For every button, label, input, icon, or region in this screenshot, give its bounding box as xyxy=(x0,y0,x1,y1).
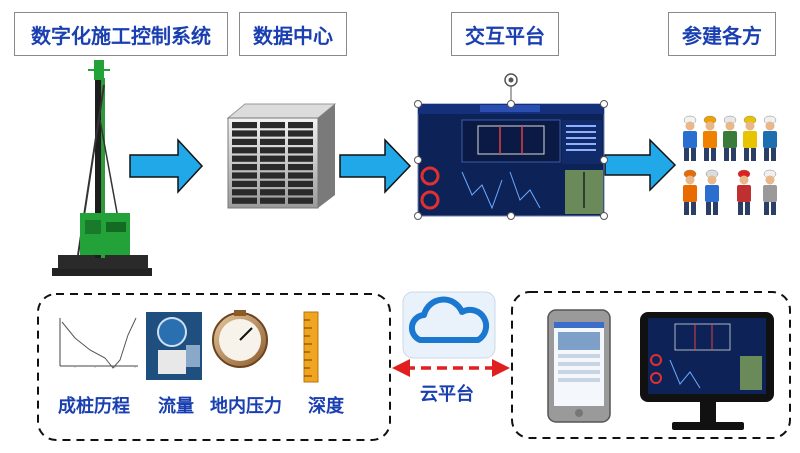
worker-figure xyxy=(763,169,777,215)
depth-ruler xyxy=(303,311,319,383)
worker-figure xyxy=(743,115,757,161)
drive-bay xyxy=(288,189,313,196)
pressure-gauge xyxy=(212,310,268,368)
drive-bay xyxy=(232,138,257,145)
header-platform: 交互平台 xyxy=(451,12,559,56)
header-datacenter: 数据中心 xyxy=(239,12,347,56)
mobile-phone xyxy=(547,309,611,423)
drive-bay xyxy=(232,197,257,204)
drive-bay xyxy=(260,164,285,171)
label-cloud-platform: 云平台 xyxy=(420,384,474,405)
header-system: 数字化施工控制系统 xyxy=(14,12,228,56)
drive-bay xyxy=(288,172,313,179)
cloud-bidirectional-arrow xyxy=(392,359,510,377)
drive-bay xyxy=(232,155,257,162)
sensors-box xyxy=(37,293,391,441)
worker-figure xyxy=(703,115,717,161)
drive-bay xyxy=(232,189,257,196)
cloud-icon xyxy=(402,291,496,359)
pile-history-curve xyxy=(54,314,140,370)
pile-driver-rig xyxy=(52,60,152,276)
worker-figure xyxy=(705,169,719,215)
drive-bay xyxy=(260,180,285,187)
worker-figure xyxy=(737,169,751,215)
worker-figure xyxy=(683,115,697,161)
platform-dashboard xyxy=(414,73,608,220)
drive-bay xyxy=(260,155,285,162)
drive-bay xyxy=(288,138,313,145)
drive-bay xyxy=(288,147,313,154)
arrow-rig-to-datacenter xyxy=(129,138,204,194)
drive-bay xyxy=(260,122,285,129)
drive-bay xyxy=(288,197,313,204)
label-pile-history: 成桩历程 xyxy=(58,396,130,417)
arrow-platform-to-parties xyxy=(604,138,677,192)
workers-group xyxy=(683,115,777,215)
drive-bay xyxy=(288,122,313,129)
drive-bay xyxy=(260,130,285,137)
terminals-box xyxy=(511,291,791,439)
label-flow: 流量 xyxy=(158,396,194,417)
header-parties: 参建各方 xyxy=(668,12,776,56)
desktop-monitor xyxy=(640,312,774,430)
flow-meter xyxy=(146,312,202,380)
drive-bay xyxy=(232,147,257,154)
drive-bay xyxy=(260,172,285,179)
worker-figure xyxy=(763,115,777,161)
worker-figure xyxy=(723,115,737,161)
drive-bay xyxy=(260,147,285,154)
worker-figure xyxy=(683,169,697,215)
drive-bay xyxy=(260,138,285,145)
server-rack xyxy=(226,103,337,209)
drive-bay xyxy=(288,155,313,162)
arrow-datacenter-to-platform xyxy=(339,138,412,194)
drive-bay xyxy=(232,180,257,187)
drive-bay xyxy=(260,189,285,196)
drive-bay xyxy=(232,130,257,137)
drive-bay xyxy=(232,122,257,129)
drive-bay xyxy=(288,164,313,171)
drive-bay xyxy=(288,180,313,187)
drive-bay xyxy=(260,197,285,204)
drive-bay xyxy=(288,130,313,137)
drive-bay xyxy=(232,172,257,179)
label-ground-pressure: 地内压力 xyxy=(210,396,282,417)
label-depth: 深度 xyxy=(308,396,344,417)
drive-bay xyxy=(232,164,257,171)
